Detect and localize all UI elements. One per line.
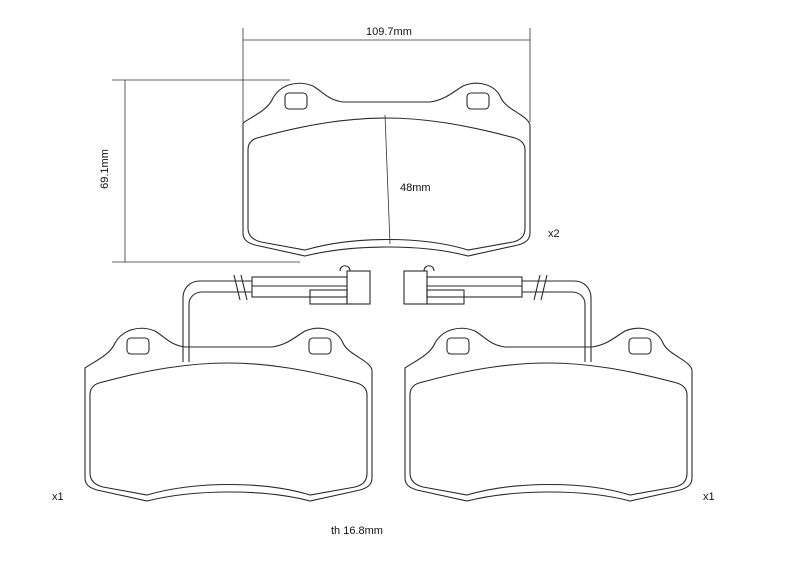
height-dimension bbox=[112, 79, 300, 263]
left-pad-quantity: x1 bbox=[52, 491, 64, 503]
thickness-label: th 16.8mm bbox=[331, 525, 383, 537]
right-pad-quantity: x1 bbox=[703, 491, 715, 503]
top-pad-quantity: x2 bbox=[548, 228, 560, 240]
width-dimension bbox=[242, 28, 531, 122]
top-pad bbox=[242, 82, 531, 257]
left-wear-sensor bbox=[182, 265, 371, 362]
friction-height-line bbox=[384, 114, 391, 245]
bottom-right-pad bbox=[404, 327, 693, 502]
bottom-left-pad bbox=[84, 327, 373, 502]
height-label: 69.1mm bbox=[98, 149, 111, 189]
friction-height-label: 48mm bbox=[400, 182, 431, 194]
right-wear-sensor bbox=[403, 265, 592, 362]
width-label: 109.7mm bbox=[366, 26, 412, 38]
